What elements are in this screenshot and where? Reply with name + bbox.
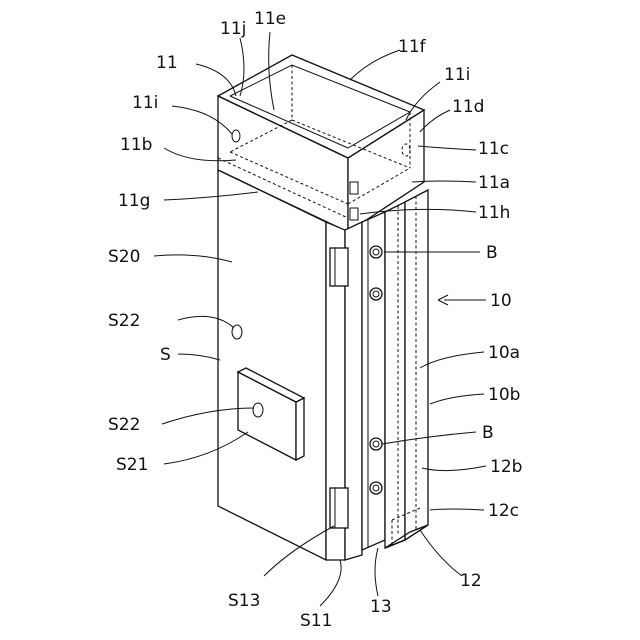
label-11h: 11h [478,203,510,223]
label-11g: 11g [118,191,150,211]
label-12b: 12b [490,457,522,477]
label-S11: S11 [300,611,332,631]
label-12: 12 [460,571,482,591]
label-S13: S13 [228,591,260,611]
label-S21: S21 [116,455,148,475]
label-11f: 11f [398,37,427,57]
strip-13 [362,212,385,550]
label-11e: 11e [254,9,286,29]
label-B-bottom: B [482,423,494,443]
label-S22-top: S22 [108,311,140,331]
label-11j: 11j [220,19,246,39]
label-S: S [160,345,171,365]
label-10b: 10b [488,385,520,405]
label-S22-bottom: S22 [108,415,140,435]
label-11: 11 [156,53,178,73]
label-11i-left: 11i [132,93,158,113]
label-S20: S20 [108,247,140,267]
label-10: 10 [490,291,512,311]
label-10a: 10a [488,343,520,363]
label-11i-right: 11i [444,65,470,85]
label-B-top: B [486,243,498,263]
label-11b: 11b [120,135,152,155]
label-11c: 11c [478,139,509,159]
label-13: 13 [370,597,392,617]
label-11d: 11d [452,97,484,117]
enclosure-S [218,170,362,560]
label-11a: 11a [478,173,510,193]
label-12c: 12c [488,501,519,521]
channel-10 [385,190,428,548]
